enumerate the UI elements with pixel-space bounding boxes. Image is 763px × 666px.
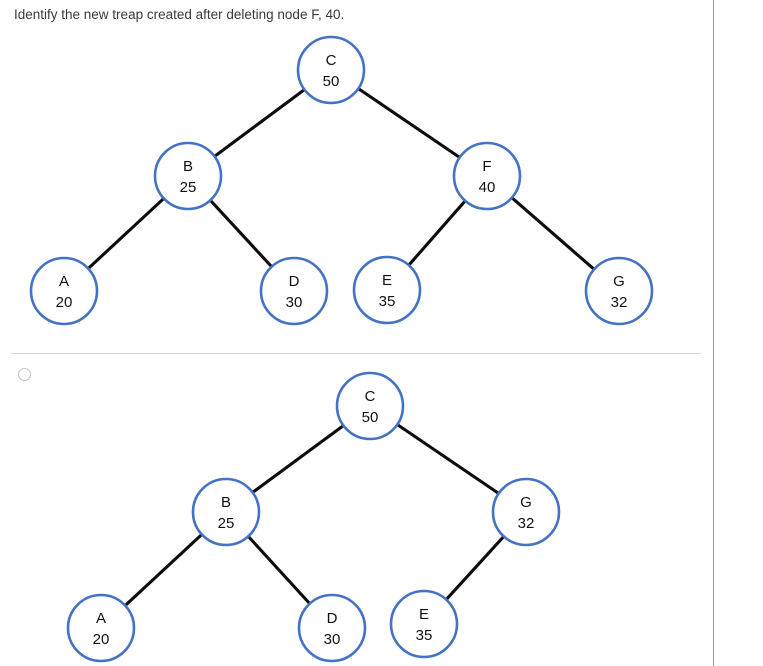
tree-node-circle xyxy=(584,256,654,326)
tree-edge-C-B xyxy=(250,423,346,495)
tree-node-circle xyxy=(297,593,367,663)
tree-node-circle xyxy=(259,256,329,326)
question-prompt: Identify the new treap created after del… xyxy=(14,7,345,22)
tree-node-circle xyxy=(335,371,405,441)
tree-node-priority-label: 35 xyxy=(379,293,396,310)
answer-option-divider xyxy=(11,353,701,354)
tree-node-G: G 32 xyxy=(491,477,561,547)
tree-node-key-label: G xyxy=(613,273,625,290)
tree-node-priority-label: 32 xyxy=(518,515,535,532)
tree-node-priority-label: 25 xyxy=(180,179,197,196)
tree-edge-C-F xyxy=(356,86,462,160)
tree-node-B: B 25 xyxy=(191,477,261,547)
tree-node-G: G 32 xyxy=(584,256,654,326)
tree-node-key-label: E xyxy=(382,272,392,289)
tree-node-priority-label: 20 xyxy=(93,631,110,648)
tree-node-C: C 50 xyxy=(296,35,366,105)
tree-node-circle xyxy=(191,477,261,547)
tree-node-key-label: C xyxy=(326,52,337,69)
tree-node-key-label: B xyxy=(221,494,231,511)
tree-node-key-label: C xyxy=(365,388,376,405)
tree-node-circle xyxy=(66,593,136,663)
tree-node-A: A 20 xyxy=(66,593,136,663)
tree-node-priority-label: 50 xyxy=(362,409,379,426)
tree-edge-B-A xyxy=(86,196,166,271)
tree-node-key-label: F xyxy=(482,158,491,175)
tree-node-circle xyxy=(153,141,223,211)
tree-node-circle xyxy=(29,256,99,326)
tree-node-priority-label: 40 xyxy=(479,179,496,196)
tree-node-key-label: E xyxy=(419,606,429,623)
tree-node-circle xyxy=(491,477,561,547)
answer-option-radio[interactable] xyxy=(18,368,31,381)
tree-node-B: B 25 xyxy=(153,141,223,211)
tree-node-F: F 40 xyxy=(452,141,522,211)
tree-node-key-label: D xyxy=(327,610,338,627)
tree-node-key-label: B xyxy=(183,158,193,175)
tree-edge-B-A xyxy=(123,532,204,608)
tree-node-A: A 20 xyxy=(29,256,99,326)
tree-node-E: E 35 xyxy=(352,255,422,325)
tree-node-key-label: G xyxy=(520,494,532,511)
tree-node-priority-label: 25 xyxy=(218,515,235,532)
tree-node-priority-label: 35 xyxy=(416,627,433,644)
tree-node-circle xyxy=(452,141,522,211)
tree-node-key-label: A xyxy=(59,273,69,290)
tree-edge-C-G xyxy=(395,422,501,496)
tree-edge-B-D xyxy=(208,198,274,269)
tree-node-priority-label: 20 xyxy=(56,294,73,311)
tree-node-circle xyxy=(352,255,422,325)
tree-edge-B-D xyxy=(246,534,312,606)
tree-node-key-label: D xyxy=(289,273,300,290)
page-vertical-rule xyxy=(713,0,714,666)
tree-edge-C-B xyxy=(212,87,307,159)
tree-node-D: D 30 xyxy=(297,593,367,663)
tree-node-D: D 30 xyxy=(259,256,329,326)
tree-node-priority-label: 32 xyxy=(611,294,628,311)
tree-node-circle xyxy=(296,35,366,105)
tree-node-priority-label: 30 xyxy=(286,294,303,311)
tree-edge-F-G xyxy=(510,195,596,272)
tree-node-key-label: A xyxy=(96,610,106,627)
tree-edge-F-E xyxy=(406,199,468,267)
tree-node-circle xyxy=(389,589,459,659)
tree-node-priority-label: 30 xyxy=(324,631,341,648)
tree-node-E: E 35 xyxy=(389,589,459,659)
tree-node-C: C 50 xyxy=(335,371,405,441)
tree-node-priority-label: 50 xyxy=(323,73,340,90)
tree-edge-G-E xyxy=(444,534,506,602)
